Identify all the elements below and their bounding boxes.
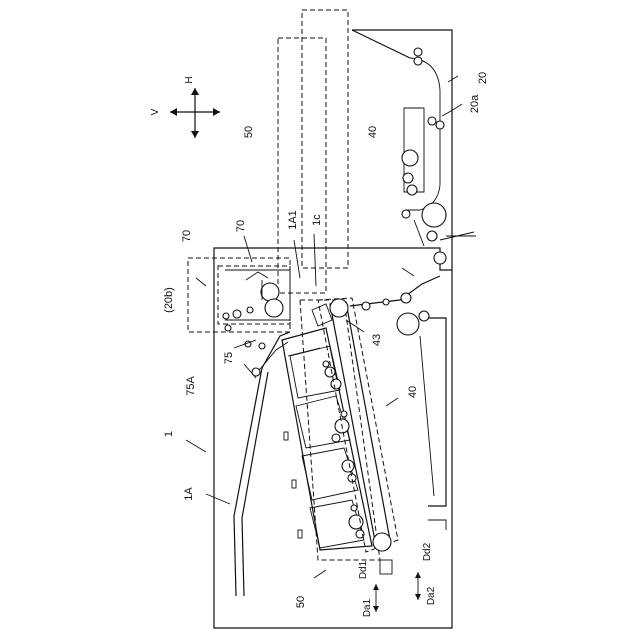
label-Da2: Da2 — [426, 586, 437, 605]
label-43: 43 — [371, 334, 383, 346]
label-75: 75 — [223, 352, 235, 364]
label-40-top: 40 — [367, 126, 379, 138]
label-20: 20 — [477, 72, 489, 84]
label-V: V — [150, 108, 161, 115]
label-20b: (20b) — [163, 287, 175, 313]
label-70-inner: 70 — [235, 220, 247, 232]
label-1c: 1c — [311, 214, 323, 226]
direction-arrows-d — [373, 572, 421, 612]
label-Dd1: Dd1 — [358, 560, 369, 579]
label-1A1: 1A1 — [287, 210, 299, 230]
reference-labels: 20 20a (20b) 70 70 50 40 1A1 1c 43 75 75… — [150, 72, 489, 617]
label-20a: 20a — [469, 94, 481, 113]
transfer-belt-40 — [312, 298, 398, 552]
label-50-top: 50 — [243, 126, 255, 138]
cartridge-carrier-50 — [282, 300, 380, 560]
label-75A: 75A — [185, 376, 197, 396]
label-1A: 1A — [183, 487, 195, 501]
label-40-mid: 40 — [407, 386, 419, 398]
feed-section — [350, 252, 446, 335]
upper-unit-20 — [352, 30, 476, 270]
label-1: 1 — [163, 431, 175, 437]
label-Dd2: Dd2 — [422, 542, 433, 561]
extracted-unit-40 — [302, 10, 348, 268]
label-50-bottom: 50 — [295, 596, 307, 608]
direction-indicator-vh — [170, 88, 220, 138]
sheet-cassette — [380, 318, 446, 574]
label-Da1: Da1 — [362, 598, 373, 617]
label-70-outer: 70 — [181, 230, 193, 242]
label-H: H — [184, 76, 195, 83]
fixing-unit-70 — [188, 258, 290, 332]
discharge-tray-75 — [234, 332, 290, 596]
